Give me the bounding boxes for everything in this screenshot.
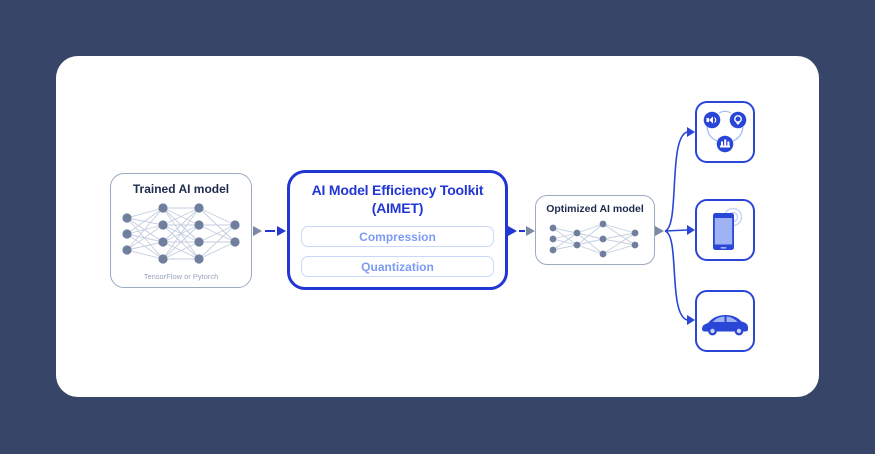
smart-bulb-icon (729, 111, 747, 129)
aimet-title: AI Model Efficiency Toolkit (AIMET) (290, 182, 505, 217)
target-smartphone-box (695, 199, 755, 261)
factory-icon (716, 135, 734, 153)
target-iot-box (695, 101, 755, 163)
diagram-card: Trained AI model TensorFlow or Pytorch A… (56, 56, 819, 397)
arrow-aimet-to-optimized (508, 226, 535, 236)
optimized-model-title: Optimized AI model (546, 203, 644, 215)
smartphone-icon (713, 207, 743, 250)
trained-model-title: Trained AI model (132, 182, 230, 196)
speaker-icon (703, 111, 721, 129)
branch-arrows (655, 127, 695, 325)
target-car-box (695, 290, 755, 352)
aimet-box: AI Model Efficiency Toolkit (AIMET) Comp… (287, 170, 508, 290)
optimized-network-graphic (549, 220, 639, 258)
compression-item: Compression (301, 226, 494, 247)
framework-caption: TensorFlow or Pytorch (143, 272, 219, 281)
optimized-model-box: Optimized AI model (535, 195, 655, 265)
car-icon (702, 315, 748, 336)
trained-network-graphic (122, 203, 240, 264)
quantization-item: Quantization (301, 256, 494, 277)
iot-devices-graphic (703, 110, 747, 153)
arrow-trained-to-aimet (253, 226, 286, 236)
aimet-title-line2: (AIMET) (371, 199, 424, 216)
trained-model-box: Trained AI model TensorFlow or Pytorch (110, 173, 252, 288)
aimet-title-line1: AI Model Efficiency Toolkit (311, 182, 484, 198)
